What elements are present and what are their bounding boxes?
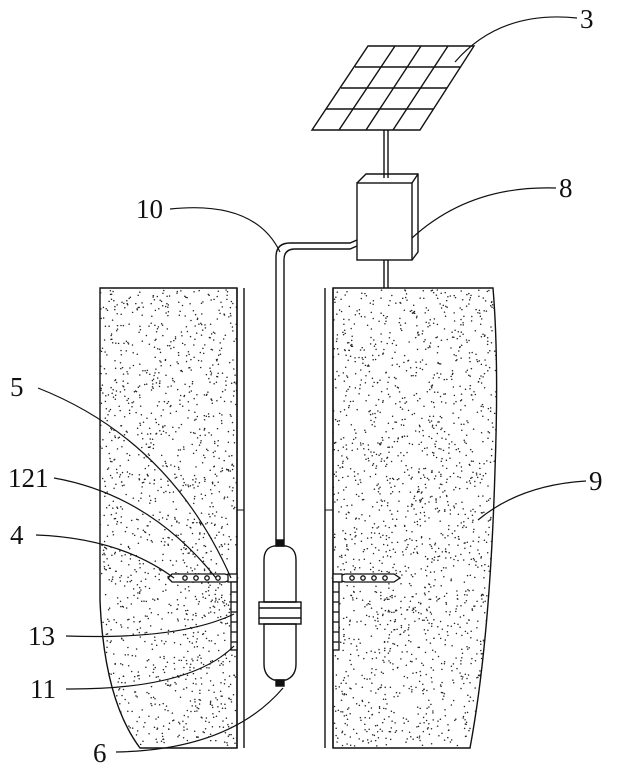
leader-5 — [38, 388, 231, 578]
soil-texture-left — [99, 289, 238, 746]
control-box — [357, 174, 418, 260]
label-4: 4 — [10, 520, 24, 550]
mast — [384, 130, 388, 288]
solar-panel — [312, 46, 474, 130]
leader-121 — [54, 478, 216, 578]
label-3: 3 — [580, 4, 594, 34]
label-11: 11 — [30, 674, 56, 704]
label-5: 5 — [10, 372, 24, 402]
leader-13 — [66, 614, 234, 637]
leader-8 — [412, 188, 556, 238]
soil-right — [333, 288, 497, 748]
cable — [276, 240, 357, 540]
leader-10 — [170, 208, 280, 252]
pump — [259, 540, 301, 686]
label-8: 8 — [559, 173, 573, 203]
label-6: 6 — [93, 738, 107, 768]
leader-6 — [116, 688, 283, 752]
label-13: 13 — [28, 621, 55, 651]
soil-texture-right — [332, 289, 498, 746]
label-121: 121 — [8, 463, 49, 493]
well-casing — [237, 288, 333, 748]
label-10: 10 — [136, 194, 163, 224]
leader-3 — [455, 17, 577, 62]
label-9: 9 — [589, 466, 603, 496]
